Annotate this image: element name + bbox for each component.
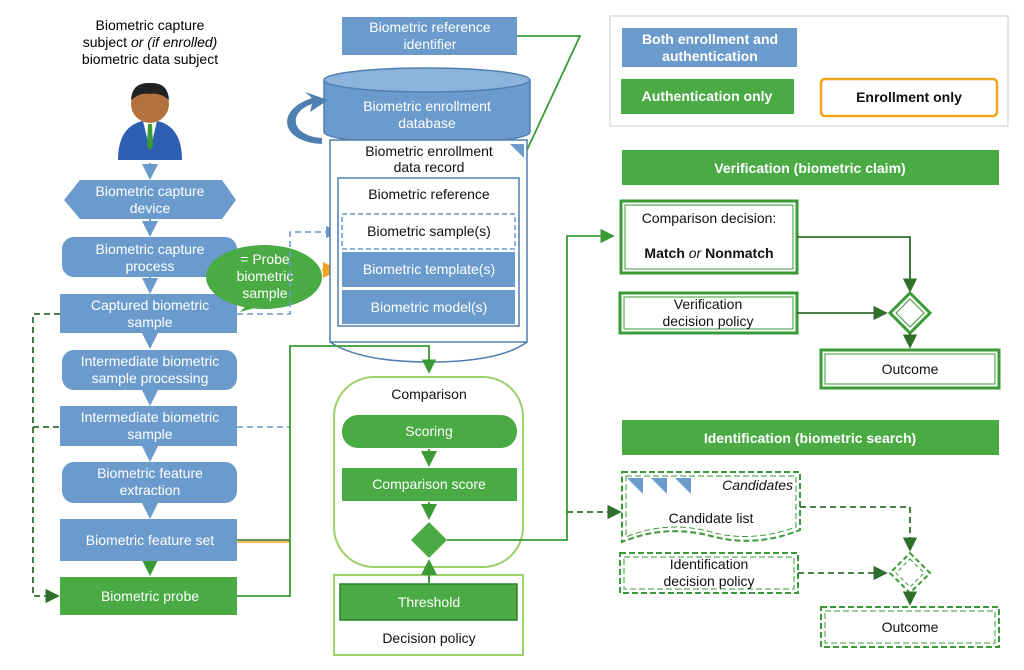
svg-text:authentication: authentication <box>662 48 758 64</box>
svg-text:sample processing: sample processing <box>92 370 209 386</box>
verification-section: Verification (biometric claim) Compariso… <box>618 150 1001 390</box>
svg-text:Threshold: Threshold <box>398 594 460 610</box>
svg-text:sample: sample <box>127 426 172 442</box>
verification-outcome-box: Outcome <box>819 348 1001 390</box>
svg-text:Biometric capture: Biometric capture <box>96 241 205 257</box>
svg-text:Enrollment only: Enrollment only <box>856 89 962 105</box>
svg-text:process: process <box>125 258 174 274</box>
svg-text:Candidate list: Candidate list <box>669 510 754 526</box>
svg-text:Identification (biometric sear: Identification (biometric search) <box>704 430 916 446</box>
person-icon <box>118 82 182 160</box>
svg-text:database: database <box>398 115 456 131</box>
comparison-decision-diamond <box>411 522 447 558</box>
database-cycle-arrow <box>287 92 328 144</box>
feature-set-box: Biometric feature set <box>60 519 290 561</box>
identification-section: Identification (biometric search) Candid… <box>619 420 1000 648</box>
svg-text:Captured biometric: Captured biometric <box>91 297 209 313</box>
enrollment-database: Biometric enrollment database <box>323 67 531 145</box>
svg-text:sample: sample <box>242 285 287 301</box>
svg-text:Outcome: Outcome <box>882 619 939 635</box>
svg-text:Intermediate biometric: Intermediate biometric <box>81 353 220 369</box>
left-dashed-connector <box>32 313 60 604</box>
verification-policy-box: Verification decision policy <box>618 291 799 335</box>
comparison-panel: Comparison Scoring Comparison score <box>333 376 524 568</box>
svg-text:biometric: biometric <box>237 268 294 284</box>
svg-text:Biometric probe: Biometric probe <box>101 588 199 604</box>
candidate-list-box: Candidates Candidate list <box>621 471 801 544</box>
legend-both: Both enrollment and authentication <box>622 28 797 67</box>
feature-extraction-box: Biometric feature extraction <box>62 462 237 503</box>
svg-text:Biometric model(s): Biometric model(s) <box>371 299 488 315</box>
svg-text:Comparison: Comparison <box>391 386 466 402</box>
svg-text:identifier: identifier <box>404 36 457 52</box>
svg-text:Biometric reference: Biometric reference <box>368 186 490 202</box>
svg-text:Biometric template(s): Biometric template(s) <box>363 261 495 277</box>
probe-box: Biometric probe <box>60 577 237 615</box>
svg-text:Authentication only: Authentication only <box>642 88 773 104</box>
svg-text:Comparison score: Comparison score <box>372 476 486 492</box>
reference-identifier-box: Biometric reference identifier <box>342 17 517 55</box>
intermediate-processing-box: Intermediate biometric sample processing <box>62 350 237 390</box>
intermediate-sample-box: Intermediate biometric sample <box>60 406 237 446</box>
svg-text:device: device <box>130 200 171 216</box>
threshold-panel: Threshold Decision policy <box>333 574 524 656</box>
svg-text:= Probe: = Probe <box>240 251 290 267</box>
svg-text:Biometric feature: Biometric feature <box>97 465 203 481</box>
svg-text:decision policy: decision policy <box>662 313 753 329</box>
svg-text:sample: sample <box>127 314 172 330</box>
identification-policy-box: Identification decision policy <box>619 552 799 594</box>
svg-text:Match or Nonmatch: Match or Nonmatch <box>644 245 773 261</box>
svg-text:Biometric sample(s): Biometric sample(s) <box>367 223 491 239</box>
subject-line1: Biometric capture <box>96 17 205 33</box>
svg-text:Comparison decision:: Comparison decision: <box>642 210 777 226</box>
probe-callout: = Probe biometric sample <box>206 245 322 312</box>
svg-text:Biometric feature set: Biometric feature set <box>86 532 214 548</box>
legend: Both enrollment and authentication Authe… <box>609 15 1009 127</box>
svg-text:Biometric enrollment: Biometric enrollment <box>365 143 493 159</box>
svg-text:Identification: Identification <box>670 556 749 572</box>
identification-outcome-box: Outcome <box>820 606 1000 648</box>
svg-text:Both enrollment and: Both enrollment and <box>642 31 778 47</box>
svg-text:Biometric enrollment: Biometric enrollment <box>363 98 491 114</box>
svg-text:decision policy: decision policy <box>663 573 754 589</box>
legend-auth-only: Authentication only <box>621 79 794 114</box>
svg-text:data record: data record <box>394 159 465 175</box>
svg-text:Biometric reference: Biometric reference <box>369 19 491 35</box>
svg-text:Scoring: Scoring <box>405 423 452 439</box>
svg-text:Verification: Verification <box>674 296 742 312</box>
svg-text:Decision policy: Decision policy <box>382 630 475 646</box>
data-record-card: Biometric enrollment data record Biometr… <box>329 139 528 343</box>
legend-enroll-only: Enrollment only <box>819 77 999 118</box>
capture-device-box: Biometric capture device <box>64 180 236 219</box>
svg-text:Outcome: Outcome <box>882 361 939 377</box>
subject-line3: biometric data subject <box>82 51 218 67</box>
comparison-decision-box: Comparison decision: Match or Nonmatch <box>619 199 799 275</box>
svg-text:extraction: extraction <box>120 482 181 498</box>
identifier-link-line <box>517 35 582 151</box>
probe-to-comparison-connector <box>237 345 437 597</box>
svg-text:Biometric capture: Biometric capture <box>96 183 205 199</box>
svg-text:Candidates: Candidates <box>722 477 793 493</box>
dashed-blue-links <box>237 225 339 428</box>
comparison-output-connectors <box>447 228 622 541</box>
capture-process-box: Biometric capture process <box>62 237 237 277</box>
captured-sample-box: Captured biometric sample <box>60 294 237 333</box>
svg-text:Intermediate biometric: Intermediate biometric <box>81 409 220 425</box>
svg-text:Verification (biometric claim): Verification (biometric claim) <box>714 160 905 176</box>
subject-line2: subject or (if enrolled) <box>83 34 218 50</box>
